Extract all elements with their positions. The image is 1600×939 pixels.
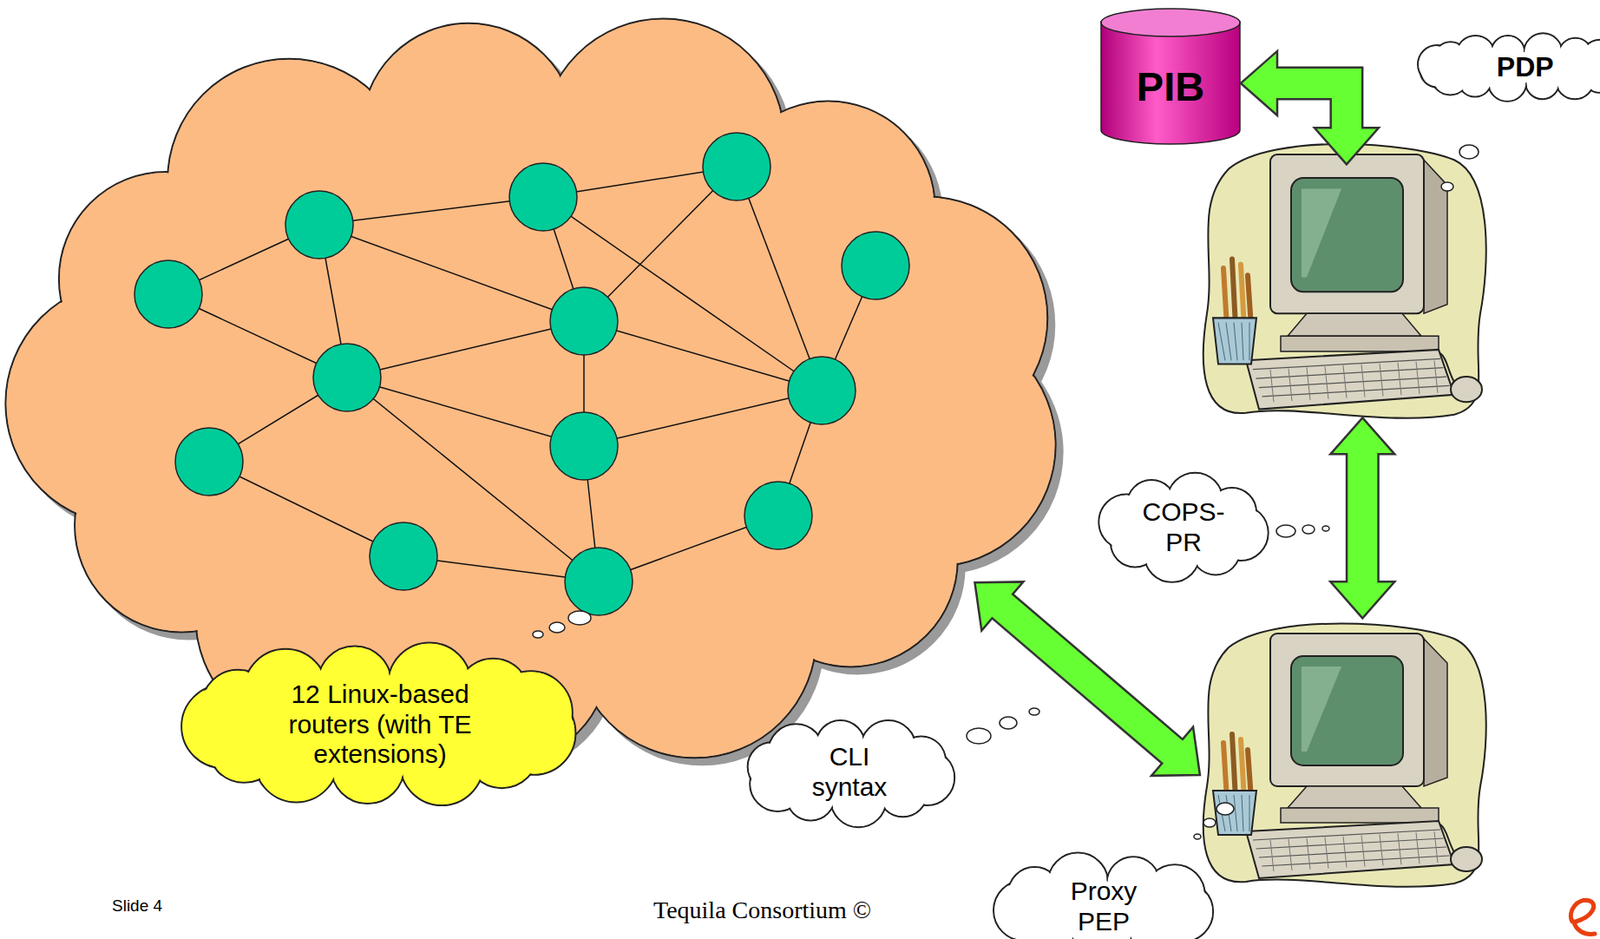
computer-icon: [1203, 144, 1487, 419]
router-circle: [313, 343, 381, 412]
network-link: [543, 196, 822, 391]
thought-bubble: [1203, 818, 1216, 827]
router-circle: [175, 427, 243, 496]
thought-cloud-text: Proxy PEP: [1055, 876, 1152, 937]
thought-bubble: [1193, 833, 1201, 840]
router-circle: [369, 522, 438, 591]
thought-bubble: [1029, 708, 1040, 715]
arrow-shaft: [1347, 451, 1378, 584]
router-circle: [285, 190, 354, 259]
label-cloud-text: CLI syntax: [788, 741, 911, 802]
thought-bubble: [966, 727, 991, 744]
router-callout-text: 12 Linux-based routers (with TE extensio…: [266, 679, 494, 770]
label-cloud: CLI syntax: [740, 714, 959, 831]
thought-bubble: [1322, 525, 1330, 532]
computer-picture: [1193, 612, 1496, 888]
computer-node: PDP: [1193, 132, 1496, 420]
arrow-shaft: [1274, 83, 1347, 131]
thought-bubble: [568, 610, 591, 625]
network-link: [736, 166, 822, 391]
thought-cloud-text: PDP: [1460, 51, 1591, 84]
block-arrow: [1330, 417, 1395, 618]
consortium-logo: [1570, 899, 1595, 934]
label-trail: [966, 708, 1040, 744]
computer-node: Proxy PEP: [1193, 612, 1496, 888]
router-circle: [550, 287, 618, 355]
network-link: [583, 390, 822, 446]
thought-bubble: [1276, 524, 1296, 538]
network-link: [347, 377, 584, 446]
database-cylinder: PIB: [1100, 7, 1241, 145]
label-trail: [1276, 524, 1330, 538]
arrow-head: [1330, 417, 1395, 454]
router-circle: [134, 260, 203, 328]
thought-cloud: PDP: [1413, 30, 1600, 105]
bubble-trail: [1441, 144, 1479, 191]
router-circle: [509, 163, 578, 231]
thought-bubble: [549, 622, 565, 633]
router-network: [134, 132, 910, 616]
thought-bubble: [1302, 524, 1315, 534]
thought-bubble: [1459, 144, 1479, 159]
network-cloud: 12 Linux-based routers (with TE extensio…: [0, 0, 1076, 792]
callout-trail: [532, 610, 591, 638]
arrow-shaft: [1000, 604, 1174, 754]
block-arrow: [974, 581, 1200, 775]
computer-icon: [1203, 623, 1487, 887]
bubble-trail: [1193, 802, 1234, 840]
router-callout: 12 Linux-based routers (with TE extensio…: [178, 637, 582, 812]
label-cloud: COPS- PR: [1095, 469, 1273, 586]
arrow-head: [1330, 581, 1395, 618]
thought-cloud: Proxy PEP: [990, 848, 1218, 939]
network-link: [583, 321, 822, 391]
router-circle: [787, 356, 856, 425]
network-link: [347, 321, 584, 378]
thought-bubble: [1216, 802, 1234, 815]
slide-number: Slide 4: [111, 896, 163, 916]
thought-bubble: [532, 630, 544, 638]
router-circle: [744, 481, 813, 550]
router-circle: [564, 547, 633, 616]
label-cloud-text: COPS- PR: [1140, 497, 1227, 558]
computer-picture: [1193, 132, 1496, 420]
database-label: PIB: [1136, 63, 1205, 111]
router-circle: [841, 231, 910, 300]
router-circle: [550, 412, 618, 480]
network-link: [319, 224, 584, 322]
thought-bubble: [999, 716, 1017, 729]
router-circle: [702, 132, 771, 201]
block-arrow: [1240, 51, 1379, 164]
thought-bubble: [1441, 182, 1454, 191]
copyright-note: Tequila Consortium ©: [653, 896, 872, 925]
arrow-head: [1240, 51, 1278, 116]
arrow-head: [1314, 127, 1379, 164]
